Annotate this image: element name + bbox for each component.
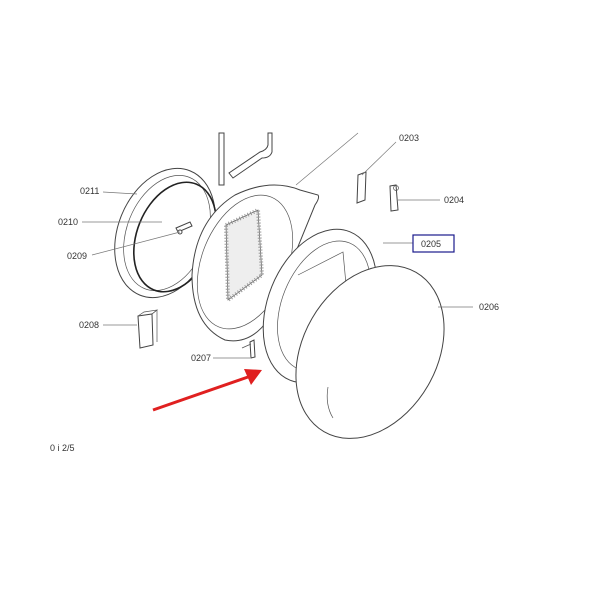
red-pointer-arrow-icon [152, 369, 262, 412]
part-0204-hinge[interactable] [389, 184, 399, 212]
label-0205[interactable]: 0205 [421, 239, 441, 249]
label-0203[interactable]: 0203 [399, 133, 419, 143]
part-0209-pin[interactable] [175, 221, 193, 235]
label-0209[interactable]: 0209 [67, 251, 87, 261]
part-0203-bracket[interactable] [356, 171, 367, 204]
highlight-box-0205 [412, 234, 455, 253]
label-0207[interactable]: 0207 [191, 353, 211, 363]
label-0208[interactable]: 0208 [79, 320, 99, 330]
part-0207-hinge-pin[interactable] [241, 339, 256, 359]
label-0206[interactable]: 0206 [479, 302, 499, 312]
label-0211[interactable]: 0211 [80, 186, 99, 196]
page-footer-code: 0 i 2/5 [50, 443, 75, 453]
door-hinge-hose [218, 132, 359, 186]
part-0206-door-glass[interactable] [266, 239, 474, 465]
label-0210[interactable]: 0210 [58, 217, 78, 227]
label-0204[interactable]: 0204 [444, 195, 464, 205]
part-0208-latch-block[interactable] [137, 309, 159, 349]
leader-lines [82, 141, 473, 359]
